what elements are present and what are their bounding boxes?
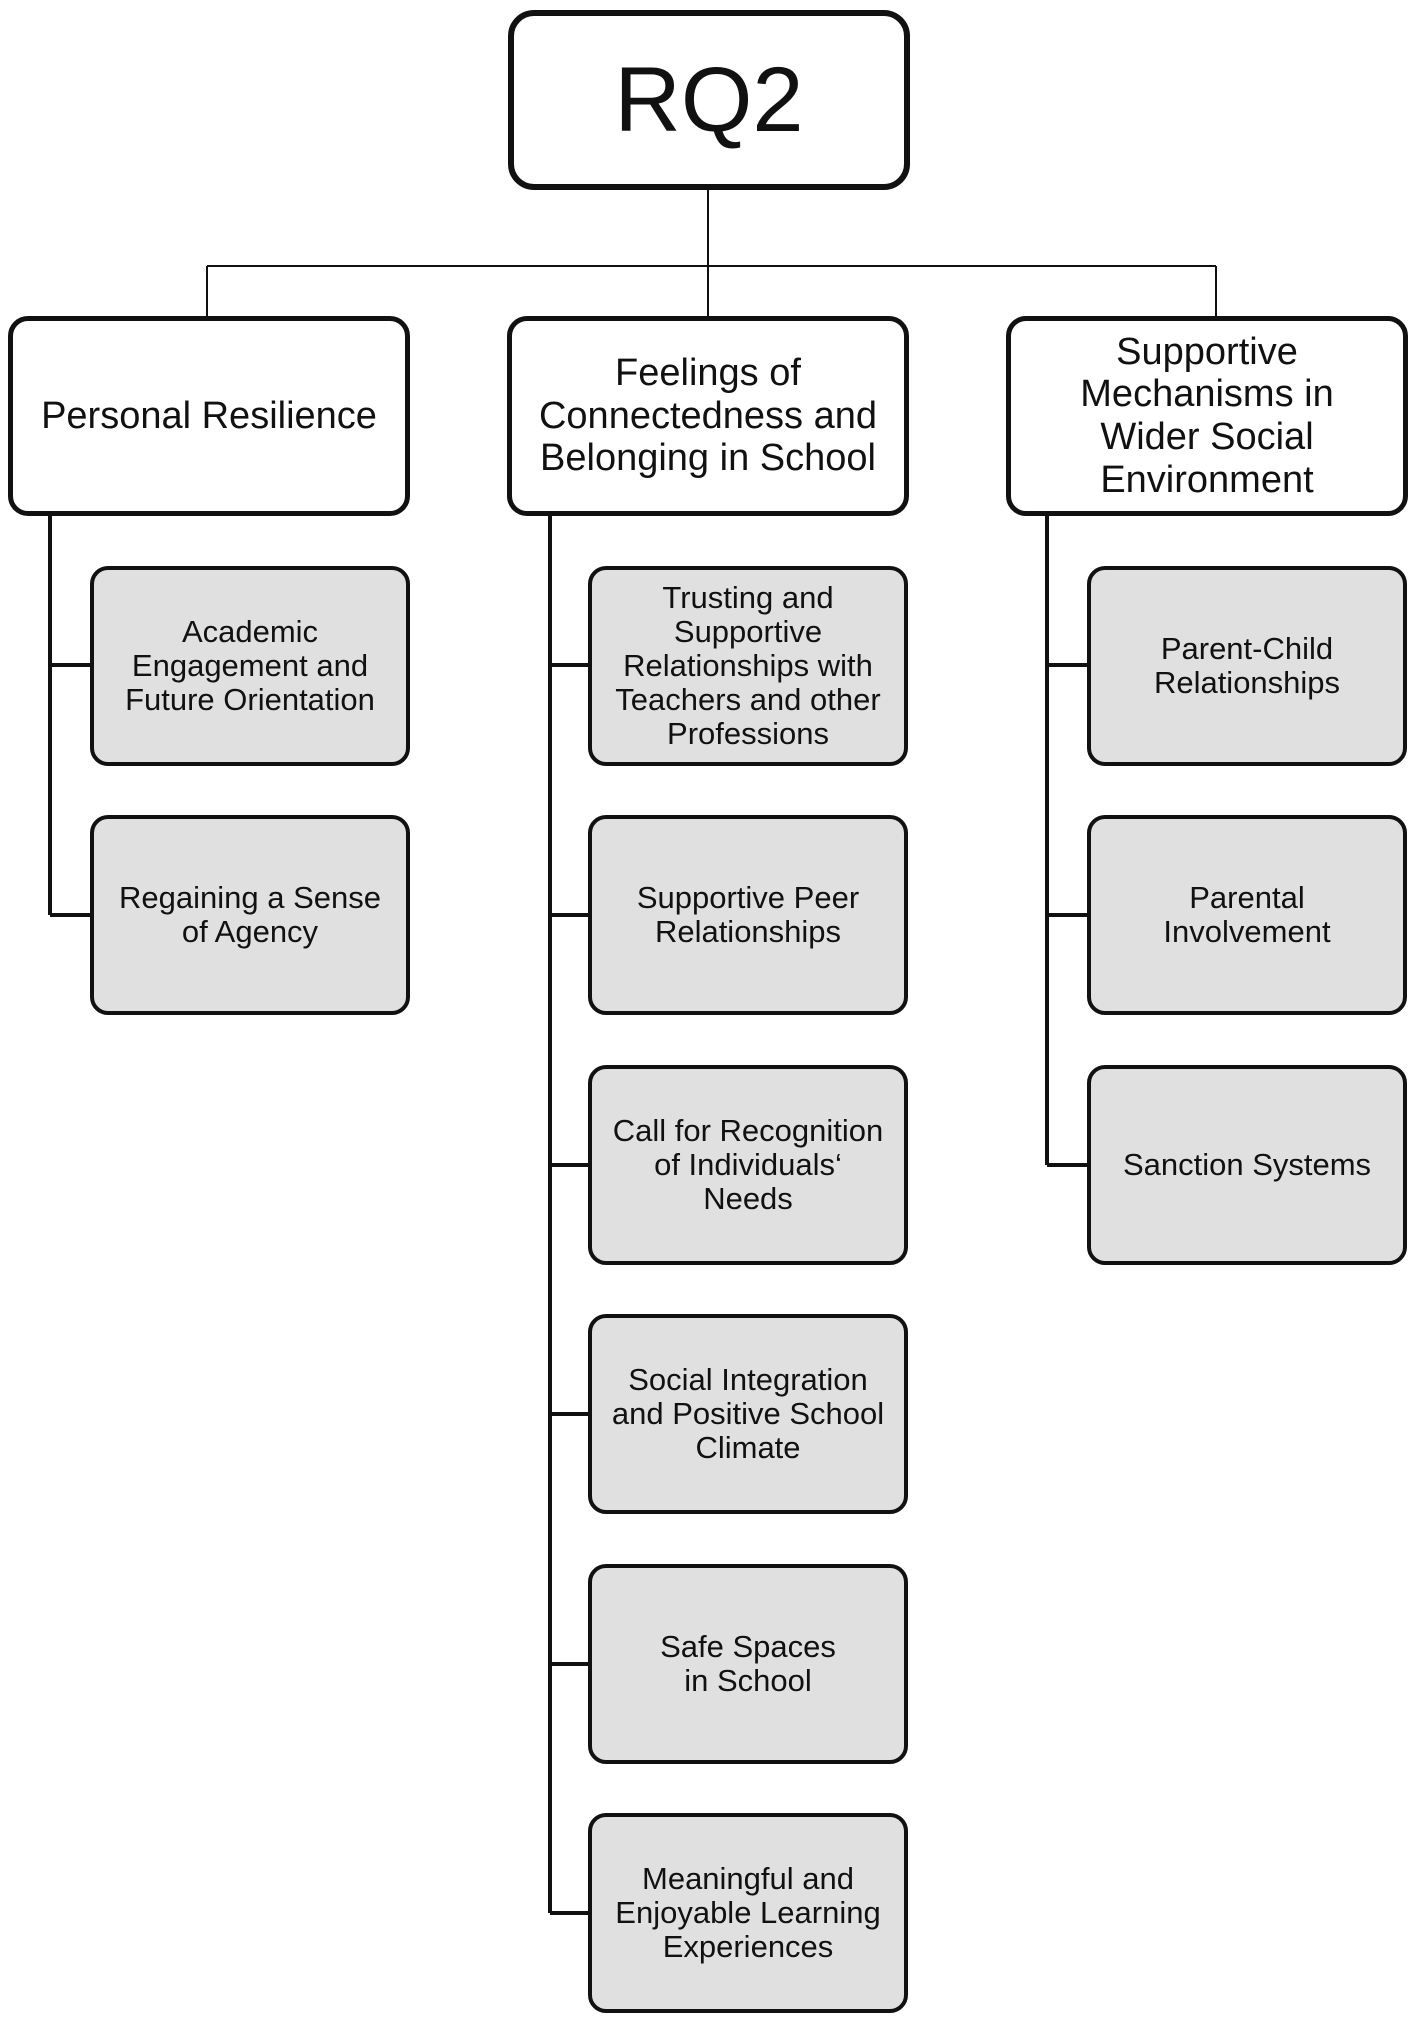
subtheme-node: Social Integration and Positive School C… [588,1314,908,1514]
subtheme-node: Safe Spaces in School [588,1564,908,1764]
subtheme-label: Supportive Peer Relationships [636,879,860,949]
subtheme-node: Regaining a Sense of Agency [90,815,410,1015]
subtheme-label: Sanction Systems [1122,1146,1372,1182]
theme-node-supportive-mechanisms: Supportive Mechanisms in Wider Social En… [1006,316,1408,516]
root-label: RQ2 [614,48,804,151]
subtheme-label: Trusting and Supportive Relationships wi… [615,579,881,752]
theme-node-personal-resilience: Personal Resilience [8,316,410,516]
subtheme-label: Safe Spaces in School [660,1628,836,1698]
theme-label: Supportive Mechanisms in Wider Social En… [1080,330,1334,501]
theme-node-connectedness-belonging: Feelings of Connectedness and Belonging … [507,316,909,516]
subtheme-node: Meaningful and Enjoyable Learning Experi… [588,1813,908,2013]
subtheme-label: Regaining a Sense of Agency [119,879,381,949]
theme-label: Personal Resilience [41,394,377,437]
subtheme-node: Supportive Peer Relationships [588,815,908,1015]
subtheme-node: Sanction Systems [1087,1065,1407,1265]
theme-label: Feelings of Connectedness and Belonging … [538,352,878,480]
subtheme-label: Parental Involvement [1163,879,1331,949]
subtheme-node: Academic Engagement and Future Orientati… [90,566,410,766]
subtheme-label: Academic Engagement and Future Orientati… [125,613,375,718]
subtheme-node: Trusting and Supportive Relationships wi… [588,566,908,766]
root-node: RQ2 [508,10,910,190]
subtheme-label: Call for Recognition of Individuals‘ Nee… [612,1112,884,1217]
subtheme-node: Parental Involvement [1087,815,1407,1015]
subtheme-node: Parent-Child Relationships [1087,566,1407,766]
subtheme-label: Social Integration and Positive School C… [611,1361,885,1466]
subtheme-label: Parent-Child Relationships [1153,630,1341,700]
subtheme-node: Call for Recognition of Individuals‘ Nee… [588,1065,908,1265]
subtheme-label: Meaningful and Enjoyable Learning Experi… [615,1860,881,1965]
